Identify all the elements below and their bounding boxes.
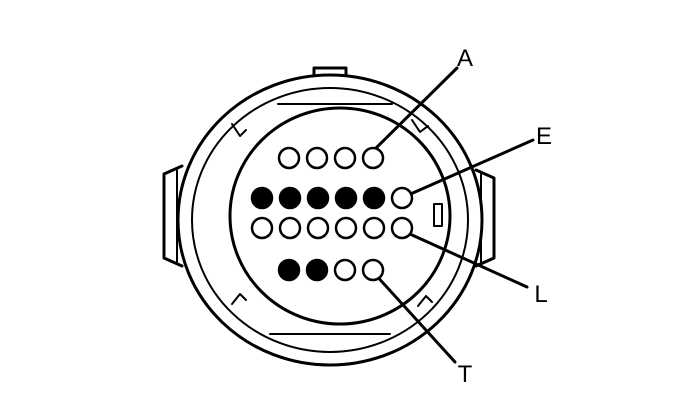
pin-cavity-empty	[278, 216, 302, 240]
pin-cavity-empty	[390, 186, 414, 210]
callout-label-l: L	[534, 281, 547, 308]
callout-label-e: E	[536, 123, 552, 150]
pin-cavity-empty	[305, 146, 329, 170]
pin-cavity-filled	[362, 186, 386, 210]
connector-inner-ring	[191, 87, 469, 353]
lower-right-notch	[417, 295, 433, 307]
pin-cavity-empty	[362, 216, 386, 240]
pin-cavity-empty	[333, 146, 357, 170]
callout-label-t: T	[458, 361, 473, 388]
lower-left-notch	[231, 293, 247, 305]
pin-cavity-filled	[277, 258, 301, 282]
pin-cavity-empty	[390, 216, 414, 240]
callout-label-a: A	[457, 45, 473, 72]
upper-left-notch	[231, 123, 247, 137]
pin-cavity-filled	[306, 186, 330, 210]
insert-key-slot	[433, 203, 443, 227]
callout-line-t	[372, 271, 457, 364]
pin-cavity-filled	[278, 186, 302, 210]
pin-cavity-empty	[250, 216, 274, 240]
callout-line-l	[399, 228, 529, 289]
pin-cavity-empty	[306, 216, 330, 240]
pin-array	[250, 146, 414, 282]
pin-cavity-filled	[250, 186, 274, 210]
pin-cavity-filled	[334, 186, 358, 210]
callout-line-e	[404, 138, 535, 198]
pin-cavity-empty	[334, 216, 358, 240]
pin-cavity-empty	[333, 258, 357, 282]
left-side-latch	[162, 164, 184, 268]
callout-line-a	[372, 66, 459, 152]
pin-cavity-filled	[305, 258, 329, 282]
upper-right-notch	[411, 119, 429, 133]
pin-face-insert	[228, 106, 452, 326]
pin-cavity-empty	[361, 258, 385, 282]
pin-cavity-empty	[361, 146, 385, 170]
pin-cavity-empty	[277, 146, 301, 170]
right-side-latch	[474, 168, 496, 268]
